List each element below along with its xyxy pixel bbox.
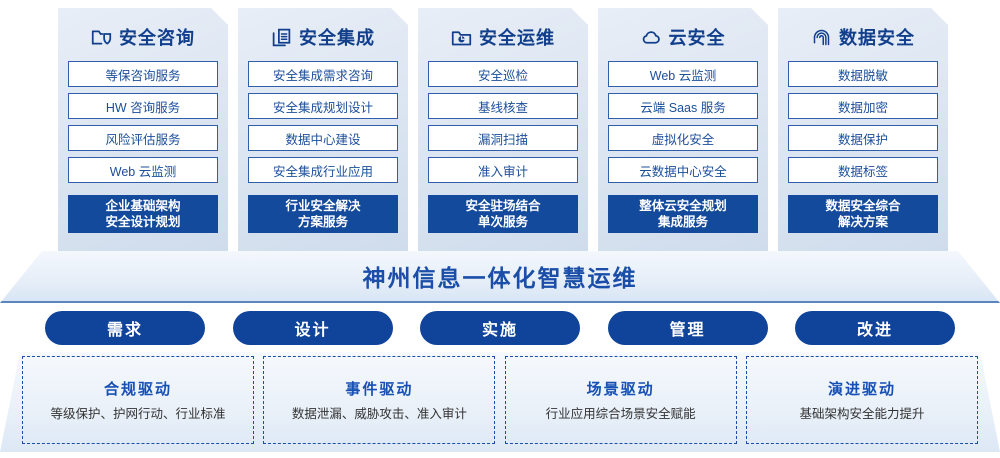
list-item[interactable]: 云端 Saas 服务 [608,93,758,119]
column-highlight-box[interactable]: 企业基础架构 安全设计规划 [68,195,218,233]
pill-implementation[interactable]: 实施 [420,311,580,345]
list-item[interactable]: Web 云监测 [608,61,758,87]
capability-column-security-integration[interactable]: 安全集成 安全集成需求咨询 安全集成规划设计 数据中心建设 安全集成行业应用 行… [238,8,408,253]
drivers-panel: 合规驱动 等级保护、护网行动、行业标准 事件驱动 数据泄漏、威胁攻击、准入审计 … [0,352,1000,452]
highlight-line: 行业安全解决 [285,199,361,213]
list-item[interactable]: 安全集成需求咨询 [248,61,398,87]
column-header: 安全运维 [451,22,555,52]
list-item[interactable]: 安全集成规划设计 [248,93,398,119]
capability-column-security-consulting[interactable]: 安全咨询 等保咨询服务 HW 咨询服务 风险评估服务 Web 云监测 企业基础架… [58,8,228,253]
driver-subtitle: 等级保护、护网行动、行业标准 [50,407,226,421]
highlight-line: 单次服务 [477,215,528,229]
driver-compliance[interactable]: 合规驱动 等级保护、护网行动、行业标准 [22,356,254,444]
column-highlight-box[interactable]: 整体云安全规划 集成服务 [608,195,758,233]
driver-title: 事件驱动 [345,381,414,398]
list-item[interactable]: 准入审计 [428,157,578,183]
highlight-line: 企业基础架构 [105,199,181,213]
list-item[interactable]: 基线核查 [428,93,578,119]
pill-management[interactable]: 管理 [607,311,768,345]
platform-banner: 神州信息一体化智慧运维 [0,251,1000,303]
column-items: 等保咨询服务 HW 咨询服务 风险评估服务 Web 云监测 企业基础架构 安全设… [68,61,218,233]
folder-chart-icon [451,27,472,48]
drivers-list: 合规驱动 等级保护、护网行动、行业标准 事件驱动 数据泄漏、威胁攻击、准入审计 … [22,356,978,444]
column-highlight-box[interactable]: 行业安全解决 方案服务 [248,195,398,233]
column-header: 安全集成 [271,22,375,52]
highlight-line: 安全设计规划 [105,215,181,229]
highlight-line: 解决方案 [837,215,888,229]
list-item[interactable]: 等保咨询服务 [68,61,218,87]
pill-requirement[interactable]: 需求 [45,311,205,345]
list-item[interactable]: 安全集成行业应用 [248,157,398,183]
column-title: 安全集成 [299,28,375,48]
column-header: 安全咨询 [91,22,195,52]
column-items: Web 云监测 云端 Saas 服务 虚拟化安全 云数据中心安全 整体云安全规划… [608,61,758,233]
lifecycle-pills: 需求 设计 实施 管理 改进 [45,311,955,345]
column-items: 安全巡检 基线核查 漏洞扫描 准入审计 安全驻场结合 单次服务 [428,61,578,233]
column-title: 安全运维 [479,28,555,48]
pill-design[interactable]: 设计 [232,311,393,345]
column-header: 云安全 [641,22,726,52]
highlight-line: 方案服务 [297,215,348,229]
driver-subtitle: 行业应用综合场景安全赋能 [545,407,696,421]
cloud-icon [641,27,662,48]
capability-column-security-operations[interactable]: 安全运维 安全巡检 基线核查 漏洞扫描 准入审计 安全驻场结合 单次服务 [418,8,588,253]
list-item[interactable]: 云数据中心安全 [608,157,758,183]
list-item[interactable]: 数据标签 [788,157,938,183]
column-highlight-box[interactable]: 安全驻场结合 单次服务 [428,195,578,233]
list-item[interactable]: 虚拟化安全 [608,125,758,151]
column-items: 安全集成需求咨询 安全集成规划设计 数据中心建设 安全集成行业应用 行业安全解决… [248,61,398,233]
list-item[interactable]: 数据中心建设 [248,125,398,151]
list-item[interactable]: 漏洞扫描 [428,125,578,151]
highlight-line: 数据安全综合 [825,199,901,213]
highlight-line: 集成服务 [657,215,708,229]
list-item[interactable]: 数据脱敏 [788,61,938,87]
list-item[interactable]: Web 云监测 [68,157,218,183]
driver-title: 场景驱动 [586,381,655,398]
list-item[interactable]: 风险评估服务 [68,125,218,151]
driver-scenario[interactable]: 场景驱动 行业应用综合场景安全赋能 [504,356,737,444]
column-highlight-box[interactable]: 数据安全综合 解决方案 [788,195,938,233]
pill-improvement[interactable]: 改进 [795,311,955,345]
capability-column-data-security[interactable]: 数据安全 数据脱敏 数据加密 数据保护 数据标签 数据安全综合 解决方案 [778,8,948,253]
column-items: 数据脱敏 数据加密 数据保护 数据标签 数据安全综合 解决方案 [788,61,938,233]
folder-shield-icon [91,27,112,48]
column-title: 云安全 [668,28,726,48]
column-title: 数据安全 [839,28,915,48]
driver-title: 合规驱动 [103,381,172,398]
driver-incident[interactable]: 事件驱动 数据泄漏、威胁攻击、准入审计 [263,356,496,444]
driver-subtitle: 数据泄漏、威胁攻击、准入审计 [291,407,467,421]
list-item[interactable]: 数据加密 [788,93,938,119]
driver-evolution[interactable]: 演进驱动 基础架构安全能力提升 [745,356,978,444]
capability-columns: 安全咨询 等保咨询服务 HW 咨询服务 风险评估服务 Web 云监测 企业基础架… [58,8,948,253]
list-item[interactable]: 数据保护 [788,125,938,151]
driver-title: 演进驱动 [827,381,896,398]
capability-column-cloud-security[interactable]: 云安全 Web 云监测 云端 Saas 服务 虚拟化安全 云数据中心安全 整体云… [598,8,768,253]
driver-subtitle: 基础架构安全能力提升 [799,407,925,421]
list-item[interactable]: HW 咨询服务 [68,93,218,119]
highlight-line: 安全驻场结合 [465,199,541,213]
column-title: 安全咨询 [119,28,195,48]
stacked-documents-icon [271,27,292,48]
column-header: 数据安全 [811,22,915,52]
list-item[interactable]: 安全巡检 [428,61,578,87]
banner-title: 神州信息一体化智慧运维 [362,265,638,291]
fingerprint-icon [811,27,832,48]
highlight-line: 整体云安全规划 [639,199,727,213]
